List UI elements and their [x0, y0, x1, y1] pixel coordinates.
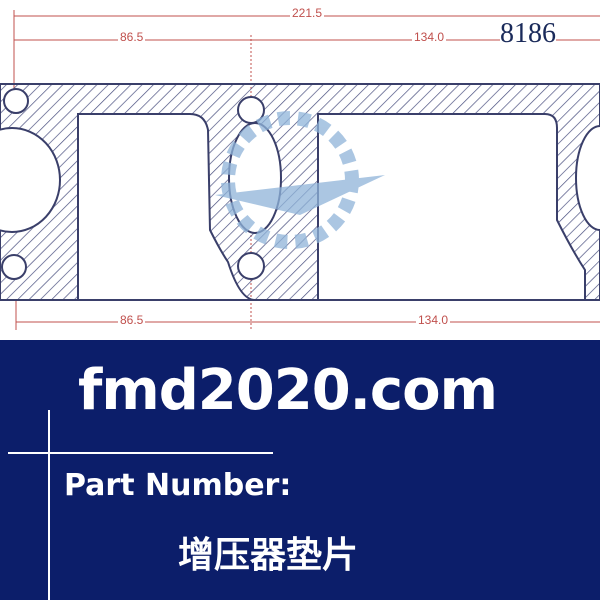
divider-horizontal — [8, 452, 273, 454]
dim-top-left: 86.5 — [118, 30, 146, 44]
divider-vertical — [48, 410, 50, 600]
info-banner: fmd2020.com Part Number: 增压器垫片 — [0, 340, 600, 600]
dim-bottom-left: 86.5 — [118, 313, 146, 327]
dim-top-total: 221.5 — [290, 6, 325, 20]
gasket-cutouts — [0, 88, 600, 301]
dim-top-right: 134.0 — [412, 30, 447, 44]
gasket-outline — [0, 10, 600, 330]
part-name: 增压器垫片 — [178, 535, 359, 576]
gasket-drawing: 221.5 86.5 134.0 86.5 134.0 8186 — [0, 6, 600, 330]
dim-bottom-right: 134.0 — [416, 313, 451, 327]
watermark-logo-icon — [215, 111, 385, 249]
part-number-label: Part Number: — [64, 468, 292, 503]
site-name: fmd2020.com — [78, 358, 498, 423]
part-code: 8186 — [500, 18, 556, 50]
